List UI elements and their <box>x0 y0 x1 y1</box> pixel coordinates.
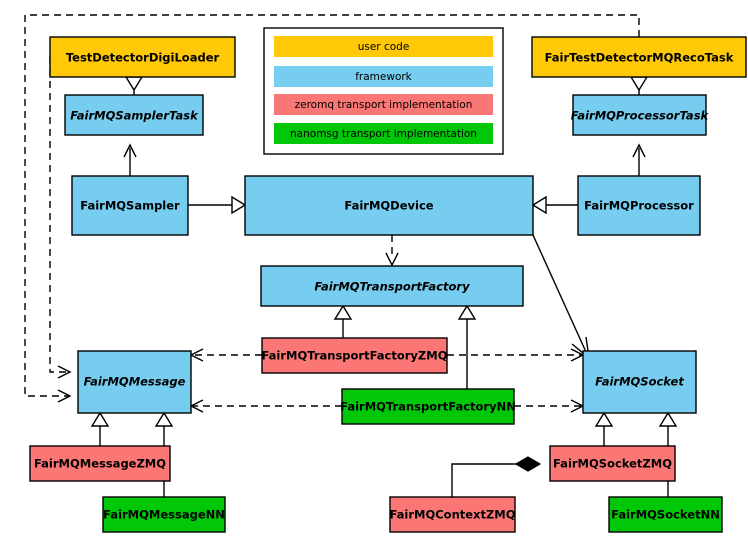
node-label-FairMQSocket: FairMQSocket <box>595 375 684 389</box>
node-FairMQProcessor[interactable]: FairMQProcessor <box>577 175 701 236</box>
edge-messagezmq-to-message <box>90 411 110 446</box>
node-label-TestDetectorDigiLoader: TestDetectorDigiLoader <box>66 51 220 65</box>
node-label-FairMQTransportFactoryZMQ: FairMQTransportFactoryZMQ <box>261 349 447 363</box>
edge-transportfactorynn-to-message <box>189 399 342 413</box>
node-FairMQMessageZMQ[interactable]: FairMQMessageZMQ <box>29 445 171 482</box>
edge-samplertask-to-digiloader <box>124 76 144 95</box>
node-FairTestDetectorMQRecoTask[interactable]: FairTestDetectorMQRecoTask <box>531 36 747 78</box>
edge-transportfactorynn-to-transportfactory <box>457 304 477 389</box>
node-FairMQSampler[interactable]: FairMQSampler <box>71 175 189 236</box>
node-label-FairMQSamplerTask: FairMQSamplerTask <box>70 109 199 123</box>
edge-socketzmq-to-socket <box>594 411 614 446</box>
node-FairMQProcessorTask[interactable]: FairMQProcessorTask <box>571 94 710 136</box>
legend-swatch-user-code <box>274 36 493 57</box>
node-FairMQSocketZMQ[interactable]: FairMQSocketZMQ <box>549 445 676 482</box>
edge-transportfactoryzmq-to-message <box>189 348 262 362</box>
legend-item-user-code: user code <box>274 36 493 57</box>
legend: user code framework zeromq transport imp… <box>263 27 504 155</box>
edge-processortask-to-recotask <box>629 76 649 95</box>
node-label-FairTestDetectorMQRecoTask: FairTestDetectorMQRecoTask <box>545 51 734 65</box>
edge-contextzmq-to-socketzmq <box>451 456 542 497</box>
legend-swatch-framework <box>274 66 493 87</box>
node-TestDetectorDigiLoader[interactable]: TestDetectorDigiLoader <box>49 36 236 78</box>
node-label-FairMQDevice: FairMQDevice <box>344 199 433 213</box>
node-FairMQSocket[interactable]: FairMQSocket <box>582 350 697 414</box>
node-FairMQDevice[interactable]: FairMQDevice <box>244 175 534 236</box>
node-label-FairMQSocketZMQ: FairMQSocketZMQ <box>553 457 672 471</box>
node-FairMQTransportFactory[interactable]: FairMQTransportFactory <box>260 265 524 307</box>
edge-processor-to-device <box>531 195 578 215</box>
node-label-FairMQContextZMQ: FairMQContextZMQ <box>389 508 515 522</box>
edge-digiloader-to-message <box>49 57 72 379</box>
legend-swatch-nanomsg <box>274 123 493 144</box>
node-FairMQMessage[interactable]: FairMQMessage <box>77 350 192 414</box>
edge-device-to-socket <box>532 234 590 360</box>
legend-item-nanomsg: nanomsg transport implementation <box>274 123 493 144</box>
node-FairMQMessageNN[interactable]: FairMQMessageNN <box>102 496 226 533</box>
node-FairMQSamplerTask[interactable]: FairMQSamplerTask <box>64 94 204 136</box>
edge-processor-to-processortask <box>632 143 646 176</box>
legend-label-user-code: user code <box>358 41 410 53</box>
node-label-FairMQSocketNN: FairMQSocketNN <box>611 508 720 522</box>
node-label-FairMQProcessor: FairMQProcessor <box>584 199 694 213</box>
node-label-FairMQProcessorTask: FairMQProcessorTask <box>571 109 710 123</box>
node-label-FairMQMessageZMQ: FairMQMessageZMQ <box>34 457 166 471</box>
node-FairMQTransportFactoryZMQ[interactable]: FairMQTransportFactoryZMQ <box>261 337 448 374</box>
edge-transportfactoryzmq-to-transportfactory <box>333 304 353 338</box>
edge-device-to-transportfactory <box>385 235 399 267</box>
edge-sampler-to-samplertask <box>123 143 137 176</box>
node-FairMQTransportFactoryNN[interactable]: FairMQTransportFactoryNN <box>340 388 516 425</box>
node-label-FairMQTransportFactory: FairMQTransportFactory <box>314 280 470 294</box>
edge-transportfactorynn-to-socket <box>514 399 585 413</box>
legend-label-nanomsg: nanomsg transport implementation <box>290 128 477 140</box>
edge-recotask-to-message <box>24 14 640 403</box>
legend-item-zeromq: zeromq transport implementation <box>274 94 493 115</box>
node-label-FairMQSampler: FairMQSampler <box>80 199 180 213</box>
node-FairMQSocketNN[interactable]: FairMQSocketNN <box>608 496 723 533</box>
node-label-FairMQMessage: FairMQMessage <box>84 375 186 389</box>
legend-label-zeromq: zeromq transport implementation <box>295 99 473 111</box>
node-FairMQContextZMQ[interactable]: FairMQContextZMQ <box>389 496 516 533</box>
node-label-FairMQMessageNN: FairMQMessageNN <box>103 508 225 522</box>
node-label-FairMQTransportFactoryNN: FairMQTransportFactoryNN <box>340 400 516 414</box>
legend-swatch-zeromq <box>274 94 493 115</box>
legend-item-framework: framework <box>274 66 493 87</box>
edge-sampler-to-device <box>188 195 247 215</box>
legend-label-framework: framework <box>355 71 412 83</box>
